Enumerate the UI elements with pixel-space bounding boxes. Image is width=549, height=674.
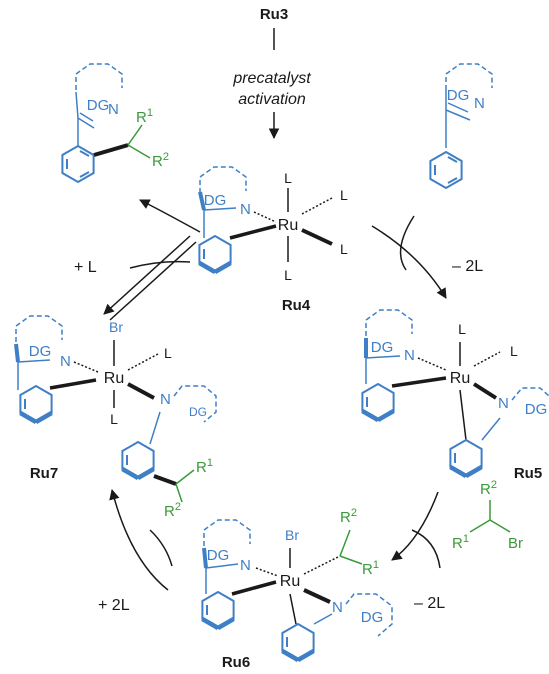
ru7-r1: R1 <box>196 457 213 476</box>
ru6-complex: DG N Ru Br R2 R1 N DG <box>202 507 393 660</box>
bromide-r2: R2 <box>480 479 497 498</box>
ru6-ru: Ru <box>280 573 300 590</box>
ru7-l-bottom: L <box>110 411 118 427</box>
ru7-br: Br <box>109 319 123 335</box>
product-structure: DG N R1 R2 <box>61 63 169 183</box>
ru6-dg: DG <box>207 547 230 564</box>
ru6-r2: R2 <box>340 507 357 526</box>
substrate-structure: DG N <box>429 63 493 189</box>
minus-2l-bottom-text: – 2L <box>414 595 445 612</box>
ru7-dg2: DG <box>189 405 207 419</box>
ru4-l-lowright: L <box>340 241 348 257</box>
ru5-ru: Ru <box>450 370 470 387</box>
ru5-label: Ru5 <box>514 465 542 482</box>
ru4-label: Ru4 <box>282 297 311 314</box>
plus-2l-curve <box>149 529 173 567</box>
substrate-dg: DG <box>447 87 470 104</box>
product-dg: DG <box>87 97 110 114</box>
arrow-ru5-to-ru6 <box>391 491 439 561</box>
plus-l-text: + L <box>74 259 97 276</box>
alkyl-bromide-curve <box>411 529 441 569</box>
ru7-n2: N <box>160 391 171 408</box>
substrate-in-curve <box>399 215 415 271</box>
product-n: N <box>108 101 119 118</box>
ru5-n: N <box>404 347 415 364</box>
ru6-r1: R1 <box>362 559 379 578</box>
ru4-n: N <box>240 201 251 218</box>
ru5-l-top: L <box>458 321 466 337</box>
ru7-label: Ru7 <box>30 465 58 482</box>
minus-2l-top-text: – 2L <box>452 258 483 275</box>
ru6-n2: N <box>332 599 343 616</box>
substrate-n: N <box>474 95 485 112</box>
ru6-label: Ru6 <box>222 654 250 671</box>
ru6-br: Br <box>285 527 299 543</box>
ru7-complex: DG N Ru Br L L N DG R1 R2 <box>14 315 217 520</box>
ru5-n2: N <box>498 395 509 412</box>
ru5-l-right: L <box>510 343 518 359</box>
ru7-r2: R2 <box>164 501 181 520</box>
ru6-dg2: DG <box>361 609 384 626</box>
plus-l-curve <box>129 260 191 269</box>
ru4-dg: DG <box>204 192 227 209</box>
arrow-ru6-to-ru7 <box>109 488 169 591</box>
equilibrium-arrow-down <box>109 241 197 321</box>
product-r1: R1 <box>136 107 153 126</box>
alkyl-bromide: R2 R1 Br <box>452 479 523 552</box>
bromide-br: Br <box>508 535 523 552</box>
arrow-ru4-to-ru5 <box>371 225 447 299</box>
ru4-ru: Ru <box>278 217 298 234</box>
activation-text-line2: activation <box>238 91 306 108</box>
ru4-complex: DG N Ru L L L L <box>199 166 348 283</box>
plus-2l-text: + 2L <box>98 597 130 614</box>
product-release-arrow <box>139 199 201 233</box>
ru4-l-top: L <box>284 170 292 186</box>
ru7-dg: DG <box>29 343 52 360</box>
ru4-l-bottom: L <box>284 267 292 283</box>
activation-text-line1: precatalyst <box>232 70 311 87</box>
equilibrium-arrow-up <box>103 235 191 315</box>
ru5-complex: DG N Ru L L N DG <box>362 309 549 476</box>
ru3-label: Ru3 <box>260 6 288 23</box>
ru4-l-right: L <box>340 187 348 203</box>
ru5-dg2: DG <box>525 401 548 418</box>
ru7-ru: Ru <box>104 370 124 387</box>
ru6-n: N <box>240 557 251 574</box>
ru7-l-right: L <box>164 345 172 361</box>
ru7-n: N <box>60 353 71 370</box>
ru5-dg: DG <box>371 339 394 356</box>
bromide-r1: R1 <box>452 533 469 552</box>
product-r2: R2 <box>152 151 169 170</box>
